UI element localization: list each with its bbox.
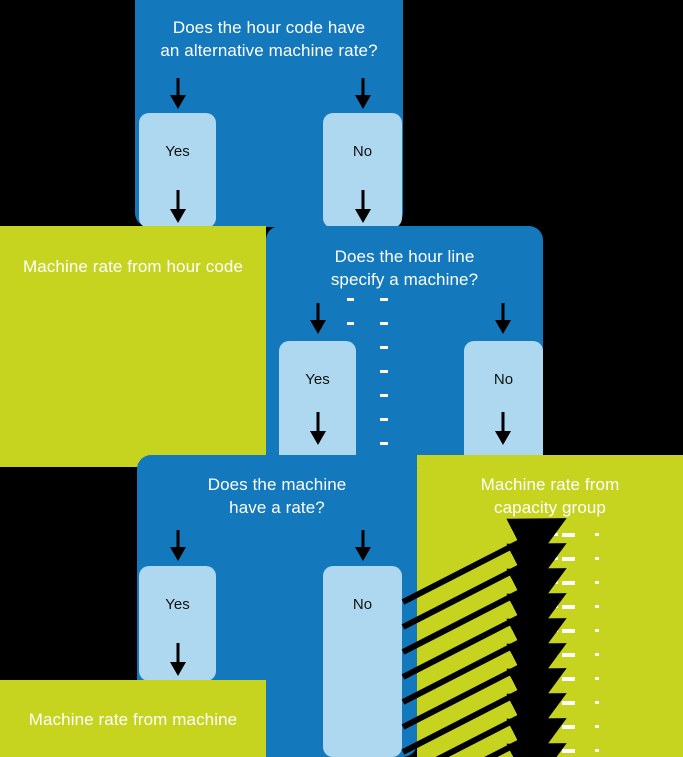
question-line-1: Does the hour code have: [172, 18, 366, 37]
result-line-1: Machine rate from: [480, 475, 620, 494]
answer-label-q1-yes: Yes: [165, 143, 190, 160]
result-text-hour-code: Machine rate from hour code: [0, 255, 266, 278]
answer-label-q2-no: No: [493, 371, 514, 388]
result-panel-hour-code[interactable]: Machine rate from hour code: [0, 226, 266, 467]
result-panel-machine[interactable]: Machine rate from machine: [0, 680, 266, 757]
arrow-q3-to-no: [354, 530, 372, 562]
arrow-q3-to-yes: [169, 530, 187, 562]
answer-label-q3-yes: Yes: [165, 596, 190, 613]
arrow-q1-to-yes: [169, 78, 187, 110]
result-text-capacity-group: Machine rate from capacity group: [417, 473, 683, 519]
result-line-1: Machine rate from hour code: [22, 257, 244, 276]
dash-column-capacity-a: [551, 533, 559, 757]
dash-column-right: [380, 298, 389, 448]
dash-column-capacity-c: [595, 533, 600, 757]
result-panel-capacity-group[interactable]: Machine rate from capacity group: [417, 455, 683, 757]
result-line-1: Machine rate from machine: [28, 710, 238, 729]
arrow-q1-yes-to-result: [169, 190, 187, 224]
question-text-hour-line: Does the hour line specify a machine?: [266, 245, 543, 291]
question-line-2: specify a machine?: [330, 270, 479, 289]
answer-box-q2-no[interactable]: No: [464, 341, 543, 468]
answer-label-q1-no: No: [352, 143, 373, 160]
arrow-q1-no-to-q2: [354, 190, 372, 224]
question-line-1: Does the machine: [207, 475, 347, 494]
answer-box-q3-no[interactable]: No: [323, 566, 402, 757]
dash-column-capacity-b: [562, 533, 576, 757]
dash-column-left: [347, 298, 355, 448]
arrow-q2-no-to-capacity-group: [494, 412, 512, 446]
question-line-2: an alternative machine rate?: [160, 41, 378, 60]
result-line-2: capacity group: [494, 498, 606, 517]
arrow-q2-to-yes: [309, 303, 327, 335]
question-line-1: Does the hour line: [334, 247, 475, 266]
question-text-hour-code: Does the hour code have an alternative m…: [135, 16, 403, 62]
arrow-q3-yes-to-result: [169, 643, 187, 677]
answer-box-q2-yes[interactable]: Yes: [279, 341, 356, 468]
arrow-q2-to-no: [494, 303, 512, 335]
answer-label-q3-no: No: [352, 596, 373, 613]
question-text-machine-rate: Does the machine have a rate?: [137, 473, 417, 519]
result-text-machine: Machine rate from machine: [0, 708, 266, 731]
question-line-2: have a rate?: [229, 498, 325, 517]
arrow-q2-yes-to-q3: [309, 412, 327, 446]
arrow-q1-to-no: [354, 78, 372, 110]
answer-label-q2-yes: Yes: [305, 371, 330, 388]
